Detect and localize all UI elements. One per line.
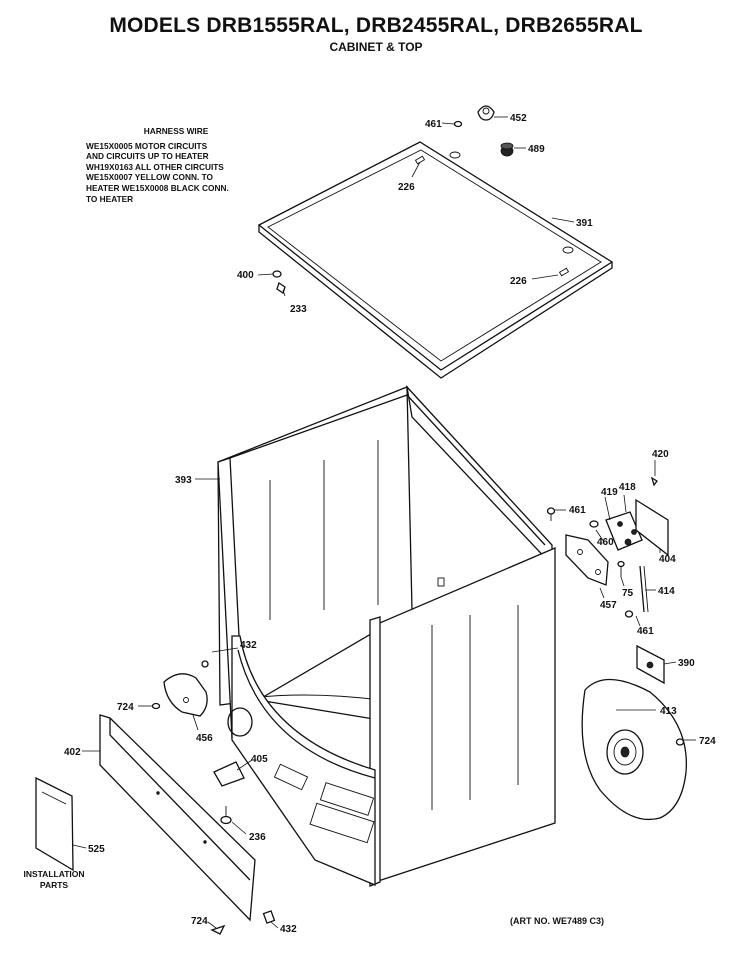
page-title: MODELS DRB1555RAL, DRB2455RAL, DRB2655RA… [109,14,643,37]
callout-226: 226 [510,276,527,287]
callout-393: 393 [175,475,192,486]
callout-402: 402 [64,747,81,758]
callout-226: 226 [398,182,415,193]
callout-724: 724 [191,916,208,927]
screw-420 [650,476,658,487]
screw-724-right [675,738,685,746]
cabinet-top-panel [257,141,614,379]
callout-413: 413 [660,706,677,717]
callout-460: 460 [597,537,614,548]
harness-line: WE15X0005 MOTOR CIRCUITS [86,140,208,151]
harness-heading: HARNESS WIRE [143,126,209,136]
cover-404 [635,498,669,557]
screw-724-bottom [210,924,226,935]
callout-456: 456 [196,733,213,744]
callout-391: 391 [576,218,593,229]
callout-419: 419 [601,487,618,498]
callout-525: 525 [88,844,105,855]
callout-404: 404 [659,554,676,565]
harness-wire-note: HARNESS WIRE WE15X0005 MOTOR CIRCUITS AN… [86,126,286,204]
installation-parts-bag [35,776,74,872]
harness-line: WH19X0163 ALL OTHER CIRCUITS [86,161,224,172]
screw-724-left [151,702,161,710]
callout-400: 400 [237,270,254,281]
bumper-489 [500,142,514,157]
callout-724: 724 [699,736,716,747]
harness-line: WE15X0007 YELLOW CONN. TO [86,172,213,183]
callout-236: 236 [249,832,266,843]
callout-405: 405 [251,754,268,765]
terminal-block-419-418 [605,511,643,551]
screw-460 [589,520,599,528]
callout-390: 390 [678,658,695,669]
callout-461: 461 [637,626,654,637]
installation-label-line2: PARTS [40,880,69,890]
page-subtitle: CABINET & TOP [329,40,423,54]
toe-panel-402 [99,714,256,922]
callout-233: 233 [290,304,307,315]
callout-420: 420 [652,449,669,460]
screw-461-lower [624,610,634,618]
screw-432-upper [201,660,209,668]
callout-75: 75 [622,588,634,599]
callout-414: 414 [658,586,675,597]
callout-461: 461 [425,119,442,130]
callout-489: 489 [528,144,545,155]
screw-461-top [453,120,463,128]
callout-457: 457 [600,600,617,611]
screw-400 [272,270,282,278]
wire-clip-452 [477,105,495,121]
callout-432: 432 [240,640,257,651]
callout-418: 418 [619,482,636,493]
strap-414 [639,565,649,613]
callout-461: 461 [569,505,586,516]
installation-label-line1: INSTALLATION [23,869,84,879]
art-number: (ART NO. WE7489 C3) [510,916,605,926]
bracket-405 [213,761,245,787]
callout-452: 452 [510,113,527,124]
clip-432-bottom [262,910,276,924]
plate-390 [636,644,665,685]
leader-lines [72,116,696,929]
hinge-456 [163,673,208,717]
callout-724: 724 [117,702,134,713]
screw-461-right [546,507,556,521]
callout-432: 432 [280,924,297,935]
bracket-457 [565,534,609,586]
rear-bulkhead-413 [581,678,688,821]
harness-line: HEATER WE15X0008 BLACK CONN. [86,182,229,193]
harness-line: AND CIRCUITS UP TO HEATER [86,151,209,162]
cabinet-body [217,384,556,887]
screw-75 [617,560,625,577]
screw-236 [220,806,232,825]
harness-line: TO HEATER [86,193,134,204]
